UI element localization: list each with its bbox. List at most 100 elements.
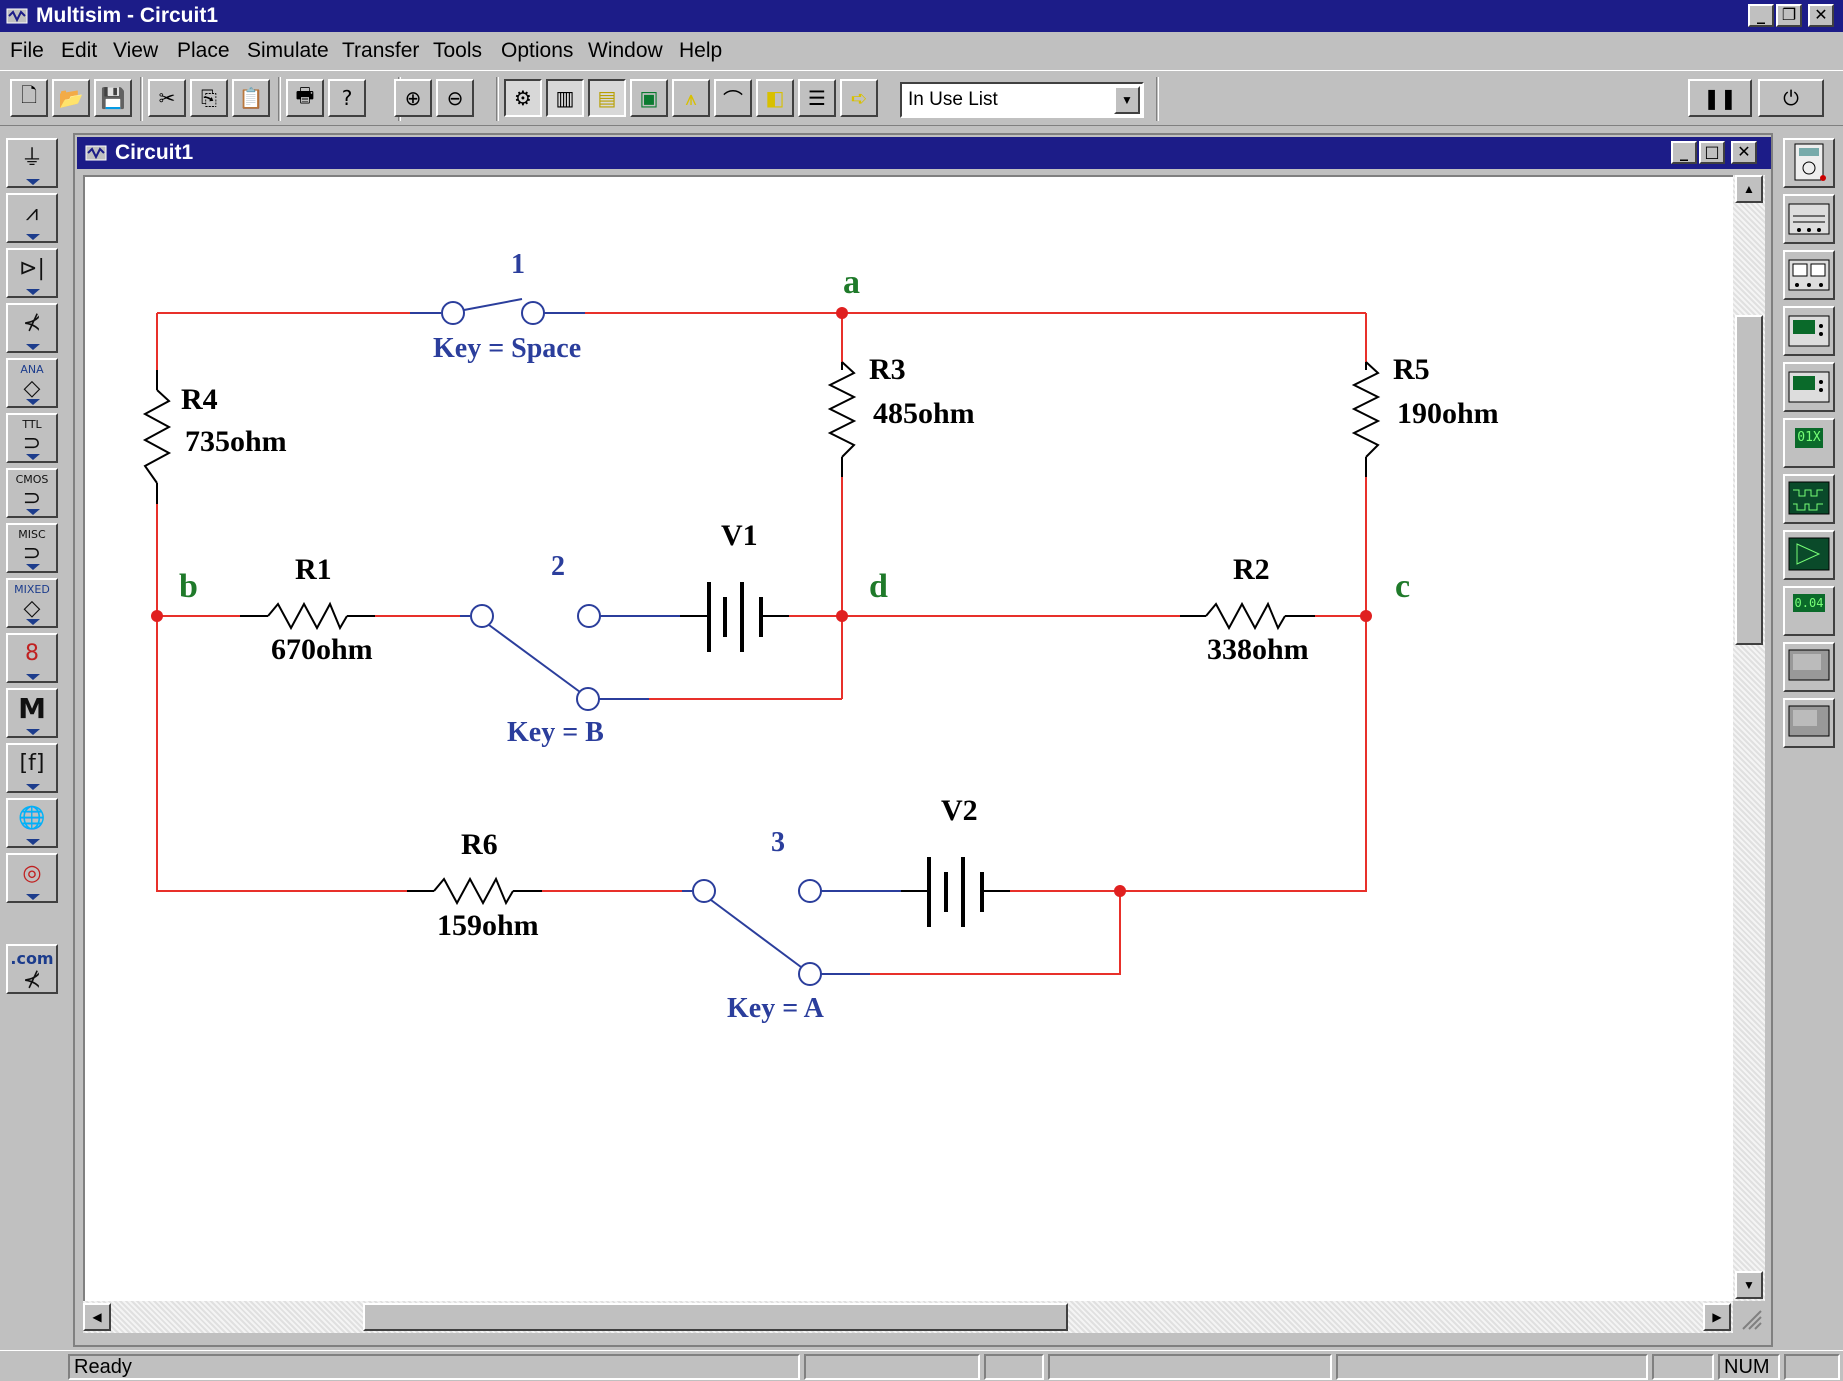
toolbar-separator — [278, 77, 281, 121]
scissors-icon: ✂ — [158, 86, 176, 110]
logic-converter-button[interactable] — [1783, 530, 1835, 580]
zoom-out-button[interactable]: ⊖ — [436, 79, 474, 117]
menu-view[interactable]: View — [113, 39, 159, 62]
vertical-scrollbar[interactable]: ▲ ▼ — [1733, 175, 1765, 1301]
resistor-r5[interactable] — [1351, 361, 1381, 458]
copy-button[interactable]: ⎘ — [190, 79, 228, 117]
spectrum-analyzer-button[interactable] — [1783, 642, 1835, 692]
electromechanical-button[interactable]: ◎ — [6, 853, 58, 903]
new-file-button[interactable]: 🗋 — [10, 79, 48, 117]
transistors-button[interactable]: ⊀ — [6, 303, 58, 353]
switch-2[interactable] — [460, 604, 680, 711]
postprocessor-button[interactable]: ⌒ — [714, 79, 752, 117]
menu-options[interactable]: Options — [501, 39, 574, 62]
menu-help[interactable]: Help — [679, 39, 723, 62]
resistor-r2[interactable] — [1205, 601, 1286, 631]
junction-c — [1360, 610, 1372, 622]
function-generator-button[interactable] — [1783, 194, 1835, 244]
distortion-analyzer-button[interactable]: 0.04 — [1783, 586, 1835, 636]
chevron-down-icon[interactable]: ▼ — [1114, 86, 1140, 114]
scroll-right-button[interactable]: ▶ — [1703, 1303, 1731, 1331]
transfer-button[interactable]: ➪ — [840, 79, 878, 117]
r6-value: 159ohm — [437, 909, 539, 942]
menu-tools[interactable]: Tools — [433, 39, 483, 62]
copy-icon: ⎘ — [201, 86, 217, 110]
schematic-canvas[interactable]: a b c d R4 735ohm R3 485ohm R5 190ohm R1… — [83, 175, 1733, 1301]
word-generator-button[interactable]: 01X — [1783, 418, 1835, 468]
bode-plotter-button[interactable] — [1783, 362, 1835, 412]
globe-icon: 🌐 — [18, 806, 46, 831]
circuit-icon[interactable] — [85, 143, 107, 163]
wire — [870, 891, 1121, 975]
list-button[interactable]: ☰ — [798, 79, 836, 117]
com-button[interactable]: .com⊀ — [6, 944, 58, 994]
menu-place[interactable]: Place — [177, 39, 230, 62]
oscilloscope-button[interactable] — [1783, 306, 1835, 356]
help-button[interactable]: ? — [328, 79, 366, 117]
resistor-r3[interactable] — [827, 361, 857, 458]
analog-ics-button[interactable]: ANA◇ — [6, 358, 58, 408]
diodes-button[interactable]: ⊳| — [6, 248, 58, 298]
component-browser-button[interactable]: ⚙ — [504, 79, 542, 117]
child-maximize-button[interactable]: □ — [1699, 141, 1725, 164]
vertical-scroll-thumb[interactable] — [1735, 315, 1763, 645]
indicators-button[interactable]: 8 — [6, 633, 58, 683]
report-button[interactable]: ◧ — [756, 79, 794, 117]
logic-analyzer-button[interactable] — [1783, 474, 1835, 524]
basic-components-button[interactable]: ⩘ — [6, 193, 58, 243]
ttl-button[interactable]: TTL⊃ — [6, 413, 58, 463]
status-pane — [1784, 1354, 1840, 1380]
oscilloscope-button[interactable]: ▣ — [630, 79, 668, 117]
scroll-left-button[interactable]: ◀ — [83, 1303, 111, 1331]
database-button[interactable]: ▥ — [546, 79, 584, 117]
minimize-button[interactable]: _ — [1748, 4, 1774, 27]
resistor-r4[interactable] — [142, 389, 172, 484]
child-close-button[interactable]: ✕ — [1731, 141, 1757, 164]
network-analyzer-button[interactable] — [1783, 698, 1835, 748]
cmos-button[interactable]: CMOS⊃ — [6, 468, 58, 518]
analysis-button[interactable]: ⩚ — [672, 79, 710, 117]
resistor-r1[interactable] — [267, 601, 348, 631]
menu-file[interactable]: File — [10, 39, 44, 62]
resize-grip[interactable] — [1733, 1301, 1765, 1333]
paste-button[interactable]: 📋 — [232, 79, 270, 117]
print-button[interactable]: 🖶 — [286, 79, 324, 117]
switch-1[interactable] — [410, 298, 585, 325]
controls-button[interactable]: [f] — [6, 743, 58, 793]
multisim-app-icon[interactable] — [6, 6, 28, 26]
close-button[interactable]: ✕ — [1808, 4, 1834, 27]
node-label-d: d — [869, 568, 888, 605]
power-switch-icon: ⏻ — [1783, 86, 1799, 110]
menu-window[interactable]: Window — [588, 39, 663, 62]
function-generator-icon — [1788, 203, 1830, 235]
open-file-button[interactable]: 📂 — [52, 79, 90, 117]
cut-button[interactable]: ✂ — [148, 79, 186, 117]
zoom-in-button[interactable]: ⊕ — [394, 79, 432, 117]
scroll-down-button[interactable]: ▼ — [1735, 1271, 1763, 1299]
pause-simulation-button[interactable]: ❚❚ — [1688, 79, 1752, 117]
rf-button[interactable]: 🌐 — [6, 798, 58, 848]
resistor-r6[interactable] — [433, 876, 514, 906]
misc-digital-button[interactable]: MISC⊃ — [6, 523, 58, 573]
mixed-button[interactable]: MIXED◇ — [6, 578, 58, 628]
battery-v2[interactable] — [927, 857, 984, 927]
save-button[interactable]: 💾 — [94, 79, 132, 117]
battery-v1[interactable] — [707, 582, 763, 652]
switch-3[interactable] — [682, 879, 901, 986]
multimeter-button[interactable] — [1783, 138, 1835, 188]
misc-components-button[interactable]: M — [6, 688, 58, 738]
menu-transfer[interactable]: Transfer — [342, 39, 420, 62]
graph-button[interactable]: ▤ — [588, 79, 626, 117]
logic-gate-icon: ⊃ — [22, 431, 42, 456]
menu-edit[interactable]: Edit — [61, 39, 98, 62]
sources-button[interactable]: ⏚ — [6, 138, 58, 188]
horizontal-scroll-thumb[interactable] — [363, 1303, 1068, 1331]
horizontal-scrollbar[interactable]: ◀ ▶ — [83, 1301, 1733, 1333]
child-minimize-button[interactable]: _ — [1671, 141, 1697, 164]
in-use-list-dropdown[interactable]: In Use List ▼ — [900, 82, 1144, 118]
scroll-up-button[interactable]: ▲ — [1735, 175, 1763, 203]
restore-button[interactable]: ❐ — [1776, 4, 1802, 27]
wattmeter-button[interactable] — [1783, 250, 1835, 300]
run-simulation-switch[interactable]: ⏻ — [1758, 79, 1824, 117]
menu-simulate[interactable]: Simulate — [247, 39, 329, 62]
